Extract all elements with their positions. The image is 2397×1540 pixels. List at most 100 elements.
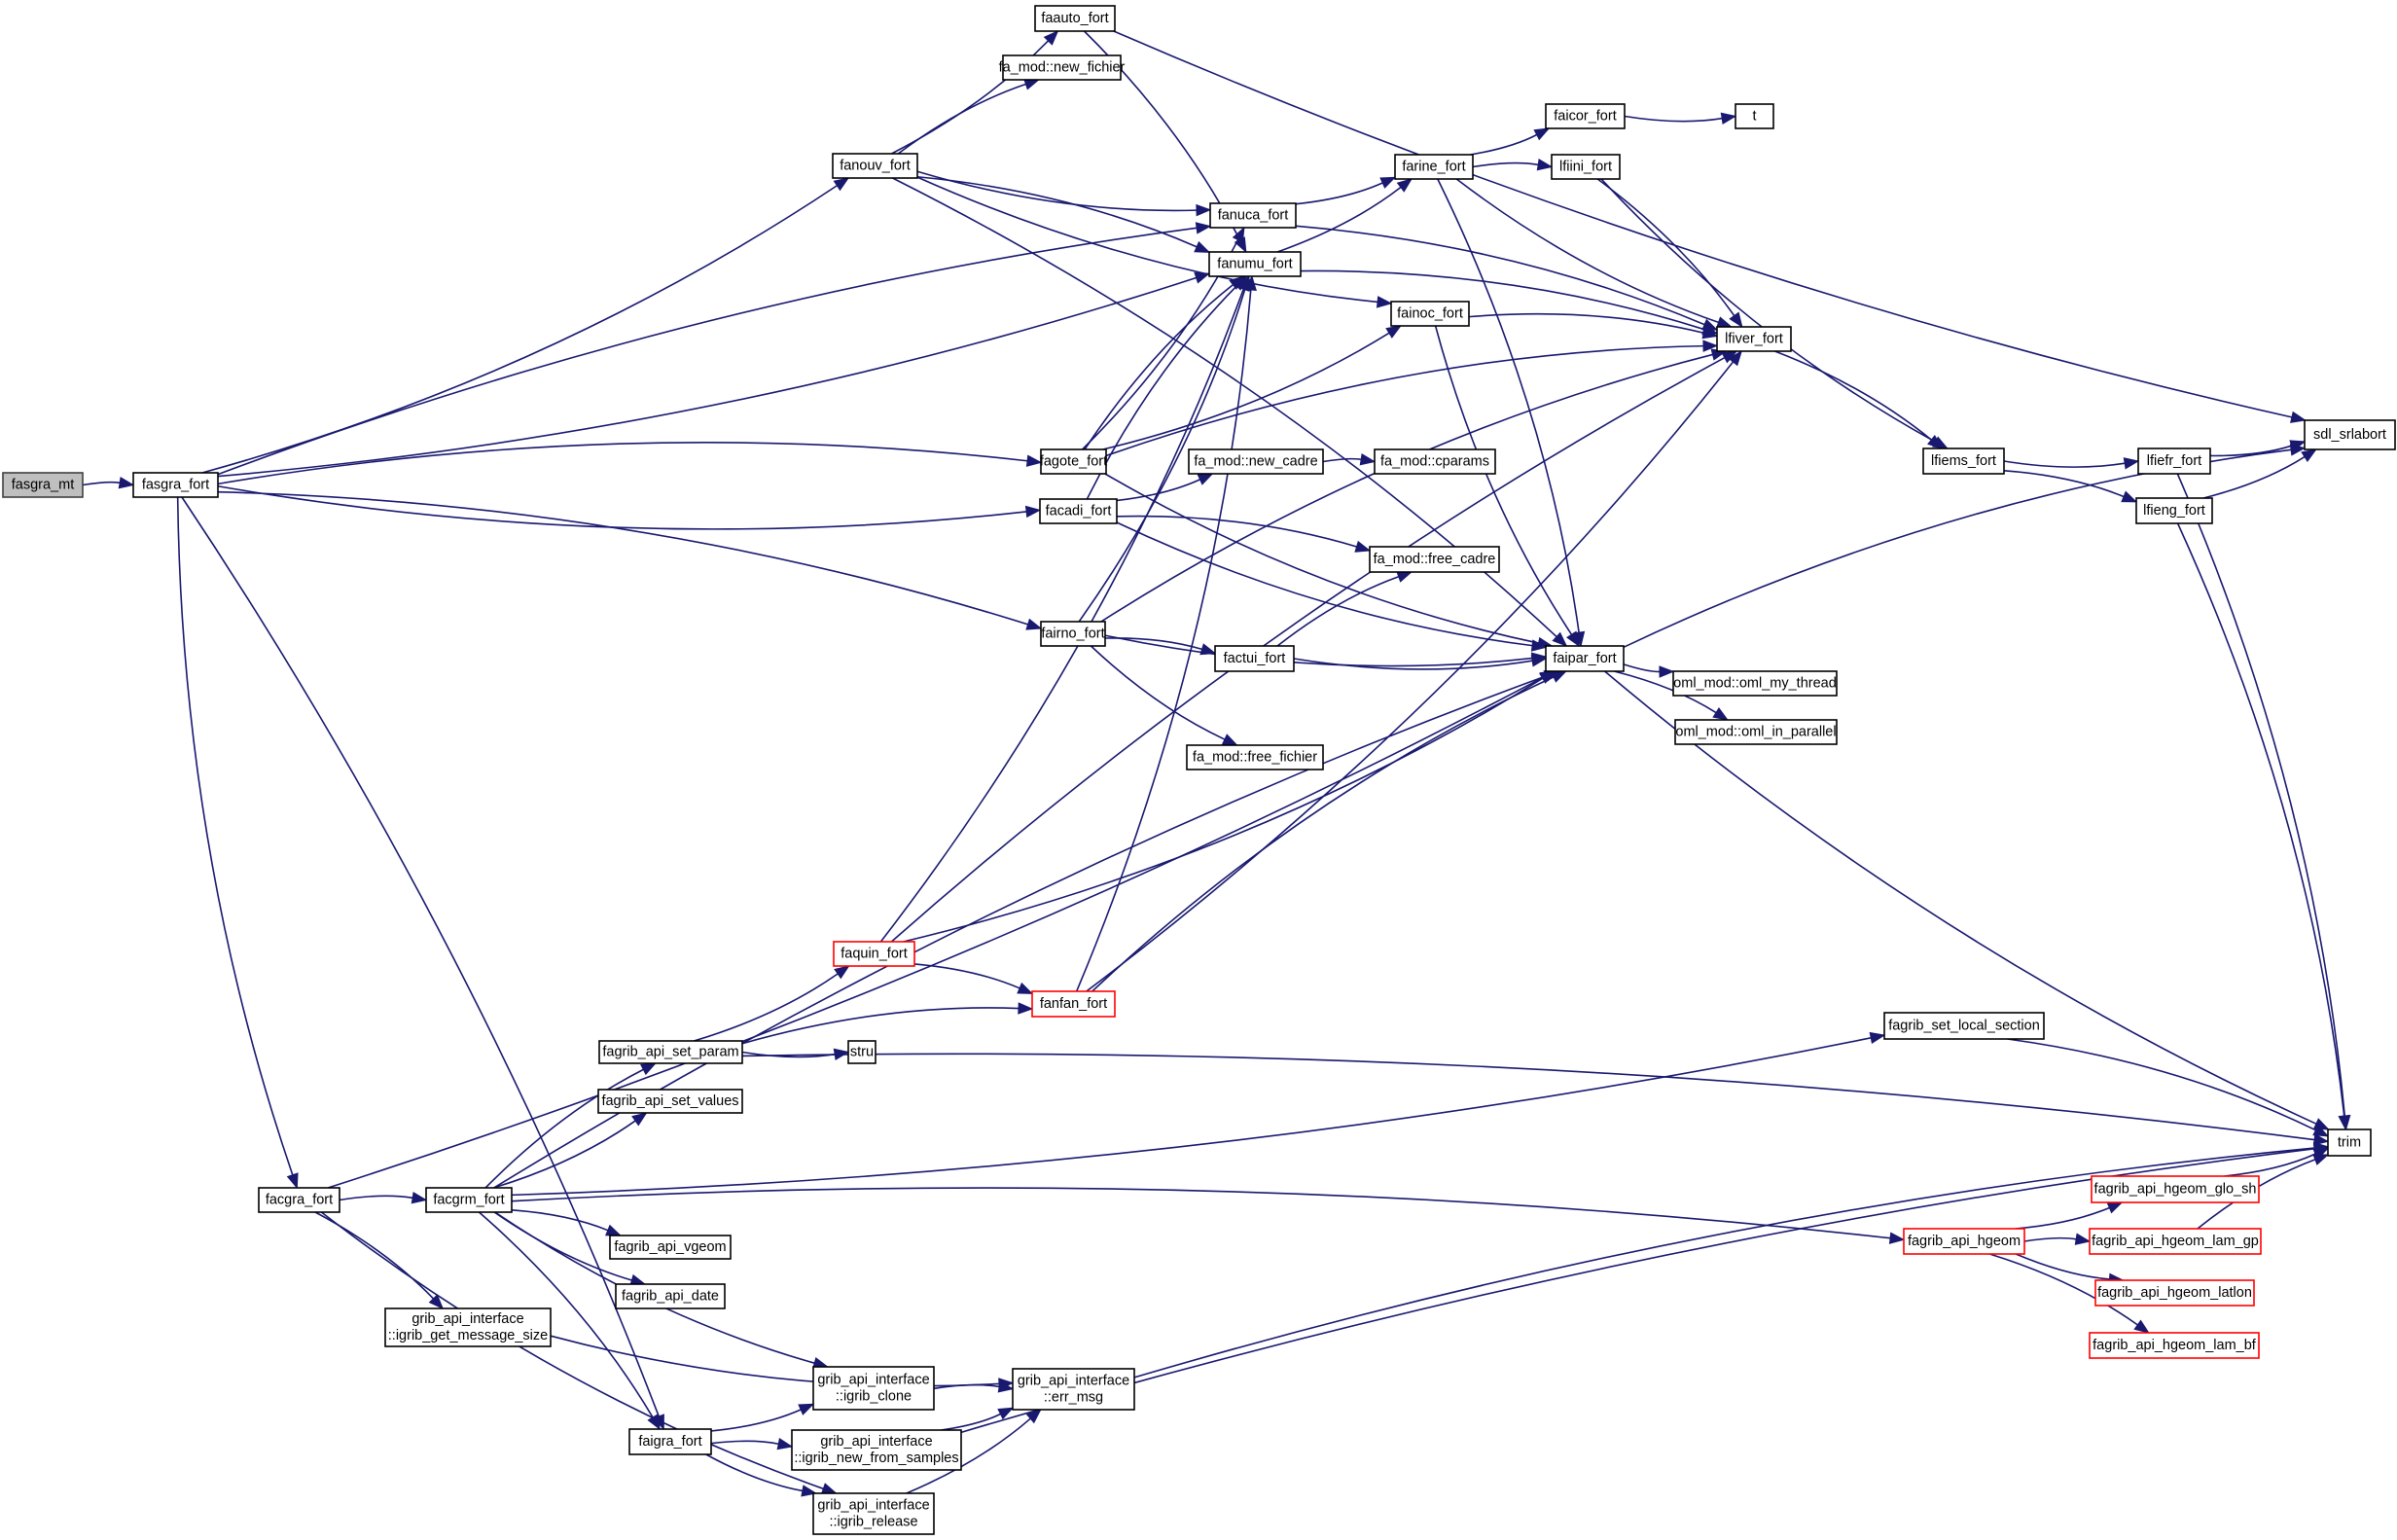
node-oml-in-parallel[interactable]: oml_mod::oml_in_parallel (1674, 719, 1838, 745)
edge-line (710, 1440, 779, 1446)
node-farine-fort[interactable]: farine_fort (1394, 154, 1474, 180)
node-fa-mod-free-fichier[interactable]: fa_mod::free_fichier (1186, 744, 1324, 770)
node-box (2137, 448, 2211, 475)
edge-line (1596, 178, 1735, 317)
edge-line (1116, 515, 1357, 548)
node-factui-fort[interactable]: factui_fort (1214, 645, 1295, 672)
node-facgrm-fort[interactable]: facgrm_fort (425, 1187, 513, 1213)
node-lfiver-fort[interactable]: lfiver_fort (1716, 326, 1792, 352)
node-fairno-fort[interactable]: fairno_fort (1040, 621, 1106, 647)
node-hgeom-lam-bf[interactable]: fagrib_api_hgeom_lam_bf (2089, 1332, 2260, 1359)
edge-line (327, 676, 1544, 1189)
arrowhead-icon (1359, 453, 1377, 466)
node-box (1208, 251, 1302, 277)
node-label: fainoc_fort (1397, 306, 1463, 322)
node-label: fanfan_fort (1040, 996, 1107, 1012)
node-fagrib-set-local-section[interactable]: fagrib_set_local_section (1883, 1012, 2045, 1040)
node-fa-mod-free-cadre[interactable]: fa_mod::free_cadre (1369, 546, 1500, 573)
node-fagrib-api-hgeom[interactable]: fagrib_api_hgeom (1903, 1228, 2025, 1255)
node-label: faipar_fort (1553, 651, 1616, 666)
node-fanouv-fort[interactable]: fanouv_fort (832, 153, 918, 179)
node-faigra-fort[interactable]: faigra_fort (628, 1428, 712, 1455)
node-box (1002, 54, 1122, 81)
edge-line (493, 1120, 636, 1189)
node-fanuca-fort[interactable]: fanuca_fort (1209, 202, 1297, 229)
edge-line (217, 484, 1027, 530)
node-fagrib-api-set-param[interactable]: fagrib_api_set_param (598, 1040, 743, 1064)
node-fagote-fort[interactable]: fagote_fort (1040, 448, 1107, 475)
node-box (1374, 448, 1496, 475)
node-fanumu-fort[interactable]: fanumu_fort (1208, 251, 1302, 277)
edge-faigra_fort-to-igrib_new_from_samples (710, 1438, 794, 1450)
node-box (2094, 1279, 2255, 1307)
node-faicor-fort[interactable]: faicor_fort (1545, 103, 1626, 129)
node-box (847, 1040, 877, 1064)
edge-fasgra_fort-to-fanumu_fort (217, 271, 1211, 478)
node-lfieng-fort[interactable]: lfieng_fort (2135, 497, 2213, 524)
node-lfiini-fort[interactable]: lfiini_fort (1551, 154, 1621, 180)
node-box (615, 1283, 726, 1309)
node-fagrib-api-date[interactable]: fagrib_api_date (615, 1283, 726, 1309)
node-stru[interactable]: stru (847, 1040, 877, 1064)
arrowhead-icon (1376, 296, 1393, 308)
node-fagrib-api-vgeom[interactable]: fagrib_api_vgeom (609, 1235, 732, 1260)
node-igrib-new-from-samples[interactable]: grib_api_interface::igrib_new_from_sampl… (791, 1429, 962, 1471)
arrowhead-icon (1194, 240, 1211, 253)
edge-line (2007, 1038, 2316, 1131)
edge-line (176, 496, 294, 1176)
node-faauto-fort[interactable]: faauto_fort (1034, 5, 1116, 32)
node-igrib-release[interactable]: grib_api_interface::igrib_release (812, 1492, 935, 1535)
arrowhead-icon (1566, 630, 1580, 648)
node-hgeom-lam-gp[interactable]: fagrib_api_hgeom_lam_gp (2089, 1228, 2262, 1255)
arrowhead-icon (1025, 454, 1043, 467)
node-trim[interactable]: trim (2327, 1128, 2372, 1157)
node-facgra-fort[interactable]: facgra_fort (258, 1187, 340, 1213)
arrowhead-icon (2289, 444, 2307, 456)
node-label: fagrib_api_date (622, 1289, 719, 1305)
node-faipar-fort[interactable]: faipar_fort (1545, 645, 1625, 672)
edge-fasgra_mt-to-fasgra_fort (82, 477, 135, 489)
node-fagrib-api-set-values[interactable]: fagrib_api_set_values (597, 1089, 743, 1114)
node-fa-mod-cparams[interactable]: fa_mod::cparams (1374, 448, 1496, 475)
node-label: fasgra_fort (142, 478, 209, 493)
node-label: grib_api_interface (820, 1434, 932, 1450)
edge-line (484, 1068, 644, 1189)
node-box (1903, 1228, 2025, 1255)
node-box (384, 1307, 552, 1347)
node-igrib-clone[interactable]: grib_api_interface::igrib_clone (812, 1366, 935, 1411)
edge-faquin_fort-to-fanfan_fort (913, 963, 1034, 994)
arrowhead-icon (798, 1403, 815, 1415)
node-igrib-get-message-size[interactable]: grib_api_interface::igrib_get_message_si… (384, 1307, 552, 1347)
node-fa-mod-new-fichier[interactable]: fa_mod::new_fichier (999, 54, 1126, 81)
node-lfiems-fort[interactable]: lfiems_fort (1922, 448, 2005, 475)
node-facadi-fort[interactable]: facadi_fort (1039, 498, 1118, 524)
node-lfiefr-fort[interactable]: lfiefr_fort (2137, 448, 2211, 475)
node-label: fagrib_api_set_param (602, 1045, 738, 1060)
edge-farine_fort-to-lfiver_fort (1455, 178, 1734, 329)
node-fa-mod-new-cadre[interactable]: fa_mod::new_cadre (1188, 448, 1324, 475)
node-fasgra-fort[interactable]: fasgra_fort (132, 472, 219, 498)
edge-facgrm_fort-to-fagrib_api_set_values (493, 1112, 648, 1189)
node-faquin-fort[interactable]: faquin_fort (833, 941, 915, 967)
node-fanfan-fort[interactable]: fanfan_fort (1031, 990, 1116, 1018)
node-label: lfiini_fort (1559, 160, 1612, 175)
edge-line (1091, 676, 1555, 992)
node-t[interactable]: t (1735, 103, 1774, 129)
arrowhead-icon (640, 1062, 658, 1076)
edge-faigra_fort-to-igrib_clone (710, 1403, 815, 1432)
arrowhead-icon (1396, 178, 1413, 193)
arrowhead-icon (2312, 1154, 2330, 1165)
edge-line (1624, 115, 1723, 123)
arrowhead-icon (1017, 982, 1034, 994)
node-hgeom-latlon[interactable]: fagrib_api_hgeom_latlon (2094, 1279, 2255, 1307)
node-box (132, 472, 219, 498)
arrowhead-icon (1024, 505, 1042, 519)
edge-faauto_fort-to-sdl_srlabort (1113, 30, 2307, 423)
arrowhead-icon (820, 1483, 838, 1495)
edge-fanouv_fort-to-faipar_fort (892, 177, 1568, 647)
node-err-msg[interactable]: grib_api_interface::err_msg (1012, 1368, 1135, 1411)
node-oml-my-thread[interactable]: oml_mod::oml_my_thread (1672, 670, 1838, 697)
node-hgeom-glo-sh[interactable]: fagrib_api_hgeom_glo_sh (2091, 1175, 2260, 1203)
node-sdl-srlabort[interactable]: sdl_srlabort (2304, 419, 2396, 450)
node-fainoc-fort[interactable]: fainoc_fort (1390, 301, 1470, 327)
